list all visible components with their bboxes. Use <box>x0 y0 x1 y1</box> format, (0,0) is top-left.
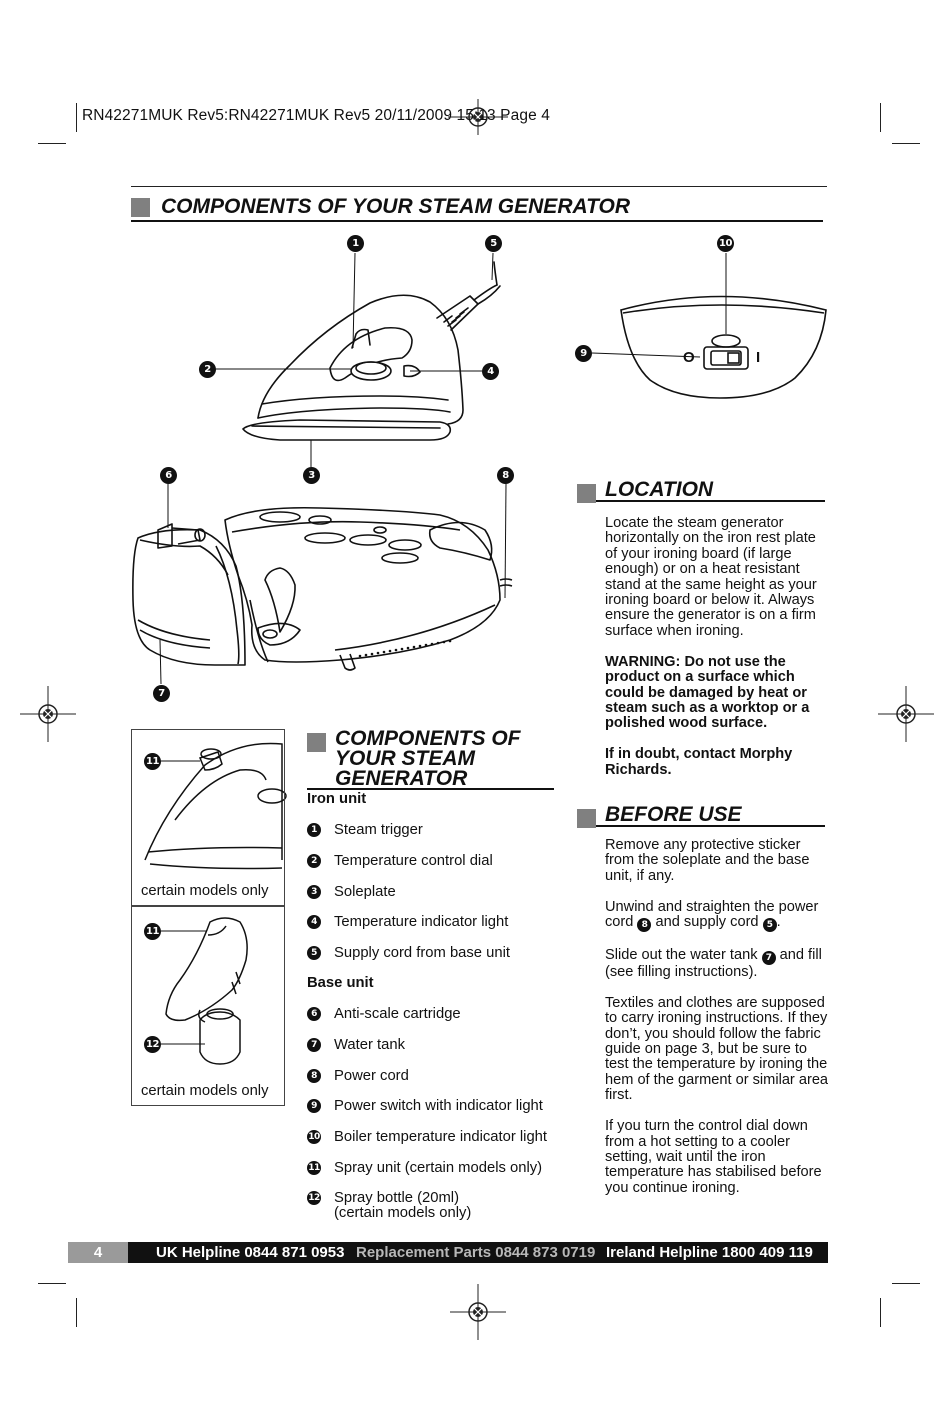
ireland-helpline: Ireland Helpline 1800 409 119 <box>606 1244 813 1261</box>
components-heading: COMPONENTS OF YOUR STEAM GENERATOR <box>307 727 554 790</box>
crop-mark <box>892 143 920 144</box>
callout-6: 6 <box>160 467 177 484</box>
callout-11: 11 <box>144 923 161 940</box>
before-use-paragraph: Unwind and straighten the power cord 8 a… <box>605 898 819 933</box>
footer-bar: 4 UK Helpline 0844 871 0953 Replacement … <box>68 1242 828 1263</box>
crop-mark <box>38 1283 66 1284</box>
crop-mark <box>880 103 881 132</box>
callout-1: 1 <box>347 235 364 252</box>
switch-on-label: I <box>756 349 761 366</box>
registration-mark-icon <box>878 686 934 742</box>
section-square-icon <box>577 484 596 503</box>
callout-2: 2 <box>199 361 216 378</box>
callout-10: 10 <box>717 235 734 252</box>
print-slug: RN42271MUK Rev5:RN42271MUK Rev5 20/11/20… <box>82 107 550 124</box>
before-use-title: BEFORE USE <box>605 803 742 826</box>
crop-mark <box>892 1283 920 1284</box>
inset-spray-bottle-box <box>131 905 285 1106</box>
location-doubt: If in doubt, contact Morphy Richards. <box>605 746 793 778</box>
callout-7: 7 <box>153 685 170 702</box>
before-use-text: Remove any protective sticker from the s… <box>605 837 830 1212</box>
location-text: Locate the steam generator horizontally … <box>605 515 830 794</box>
top-rule <box>131 186 827 187</box>
before-use-paragraph: If you turn the control dial down from a… <box>605 1118 822 1196</box>
callout-12: 12 <box>144 1036 161 1053</box>
main-title-bar: COMPONENTS OF YOUR STEAM GENERATOR <box>131 195 823 222</box>
callout-5: 5 <box>762 918 777 933</box>
registration-mark-icon <box>450 1284 506 1340</box>
callout-8: 8 <box>637 918 652 933</box>
registration-mark-icon <box>448 99 508 135</box>
switch-off-label: O <box>683 349 695 366</box>
iron-unit-heading: Iron unit <box>307 791 367 807</box>
crop-mark <box>76 1298 77 1327</box>
section-square-icon <box>307 733 326 752</box>
callout-8: 8 <box>497 467 514 484</box>
before-use-heading: BEFORE USE <box>577 803 825 828</box>
inset-spray-unit-box <box>131 729 285 907</box>
callout-7: 7 <box>761 950 776 965</box>
page-number: 4 <box>68 1242 128 1263</box>
callout-4: 4 <box>482 363 499 380</box>
replacement-parts: Replacement Parts 0844 873 0719 <box>356 1244 596 1261</box>
crop-mark <box>880 1298 881 1327</box>
before-use-paragraph: Remove any protective sticker from the s… <box>605 837 810 884</box>
components-title: COMPONENTS OF YOUR STEAM GENERATOR <box>335 727 521 790</box>
location-title: LOCATION <box>605 478 714 501</box>
location-paragraph: Locate the steam generator horizontally … <box>605 515 817 639</box>
callout-5: 5 <box>485 235 502 252</box>
section-square-icon <box>577 809 596 828</box>
registration-mark-icon <box>20 686 76 742</box>
callout-11: 11 <box>144 753 161 770</box>
callout-3: 3 <box>303 467 320 484</box>
crop-mark <box>38 143 66 144</box>
before-use-paragraph: Textiles and clothes are supposed to car… <box>605 994 829 1104</box>
main-title: COMPONENTS OF YOUR STEAM GENERATOR <box>161 195 631 218</box>
inset-caption: certain models only <box>141 883 269 899</box>
location-heading: LOCATION <box>577 478 825 503</box>
base-unit-heading: Base unit <box>307 975 374 991</box>
crop-mark <box>76 103 77 132</box>
section-square-icon <box>131 198 150 217</box>
uk-helpline: UK Helpline 0844 871 0953 <box>156 1244 345 1261</box>
inset-caption: certain models only <box>141 1083 269 1099</box>
callout-9: 9 <box>575 345 592 362</box>
location-warning: WARNING: Do not use the product on a sur… <box>605 653 810 732</box>
before-use-paragraph: Slide out the water tank 7 and fill (see… <box>605 946 822 980</box>
